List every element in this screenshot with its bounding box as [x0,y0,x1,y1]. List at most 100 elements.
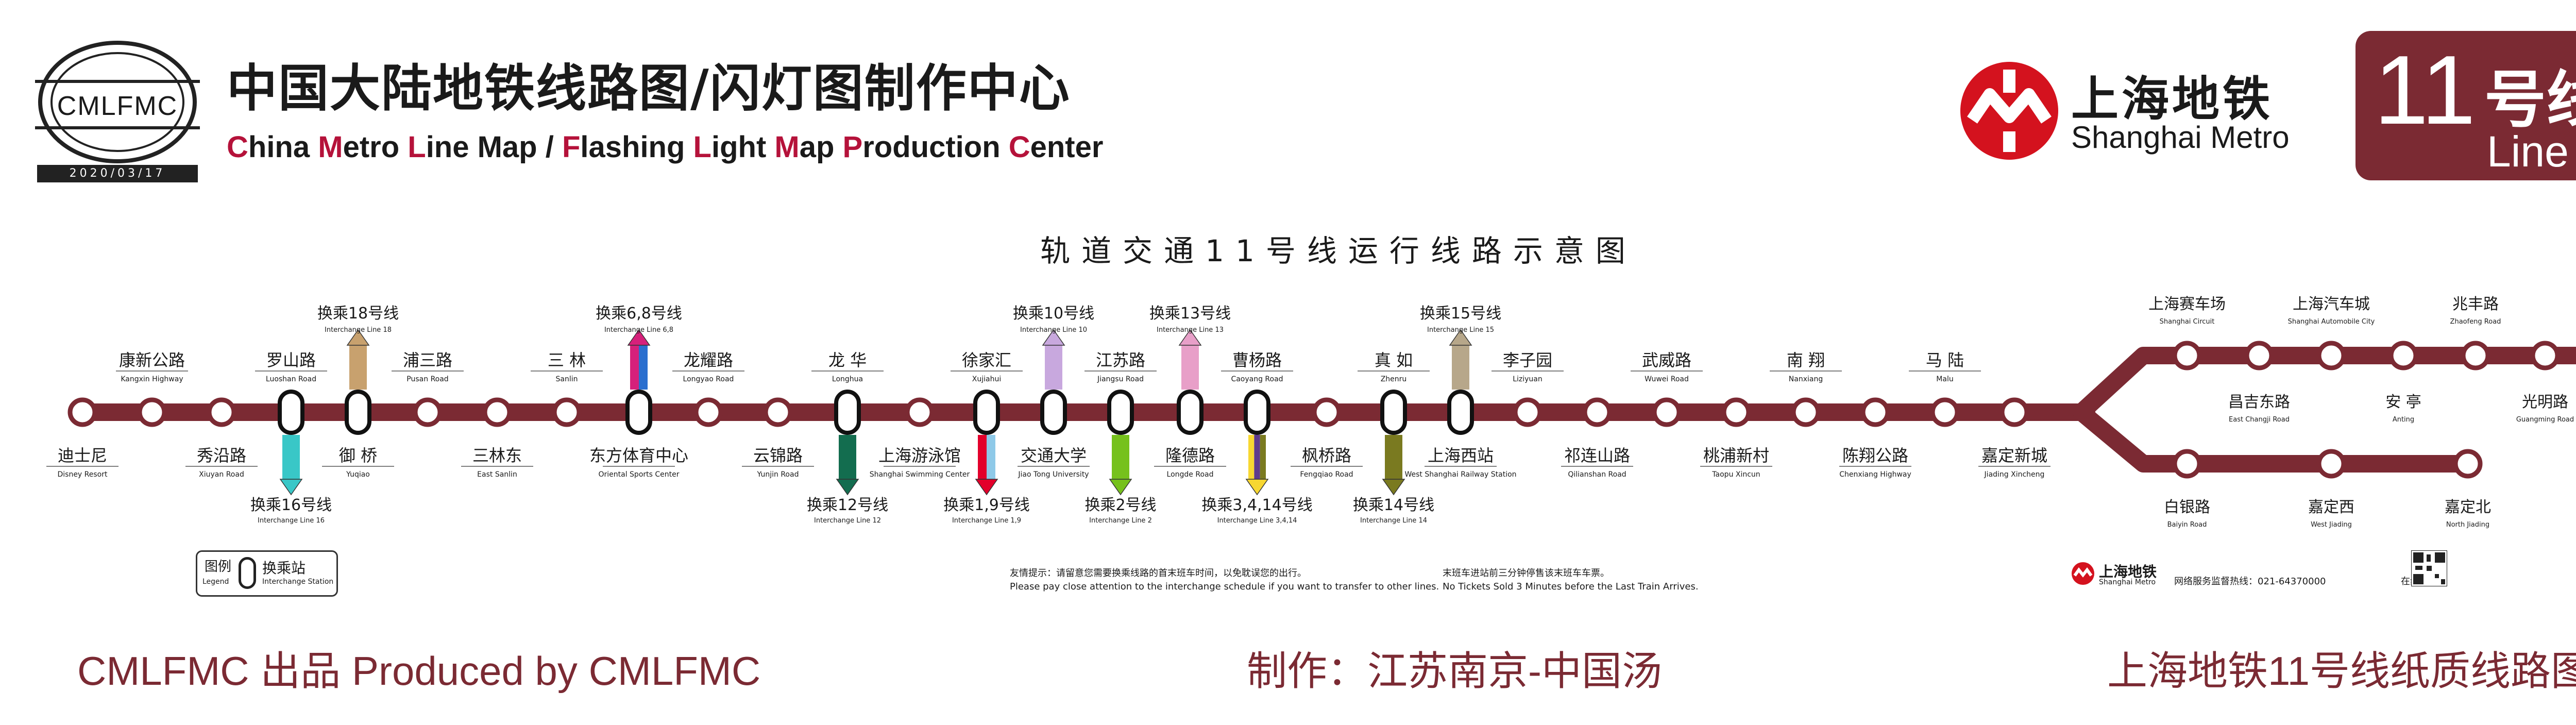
title-en-cap-6: P [842,130,863,164]
station-name-en-8: Oriental Sports Center [598,470,679,479]
line-badge: 11 号线 Line 11 [2355,31,2576,180]
station-name-cn-0: 迪士尼 [58,446,107,465]
cmlfmc-emblem-icon [35,41,200,163]
station-name-en-20: West Shanghai Railway Station [1404,470,1516,479]
interchange-station-3 [278,390,304,435]
operator-name-cn: 上海地铁 [2071,72,2274,127]
transfer-arrow-head-2 [627,329,651,346]
transfer-arrow-shaft-4-0 [1045,344,1062,390]
station-21 [1513,397,1543,427]
transfer-label-cn-6: 换乘13号线 [1149,305,1231,323]
transfer-label-en-6: Interchange Line 13 [1157,326,1224,334]
station-name-en-4: Yuqiao [346,470,370,479]
branch-lower-station-0 [2172,449,2202,479]
station-26 [1860,397,1890,427]
service-logo-en: Shanghai Metro [2099,578,2156,586]
station-2 [207,397,236,427]
legend: 图例 Legend 换乘站 Interchange Station [196,550,338,597]
shanghai-metro-small-logo-icon [2072,562,2094,585]
title-en-word-1: etro [343,130,408,164]
station-name-en-1: Kangxin Highway [121,375,183,383]
transfer-label-en-4: Interchange Line 10 [1020,326,1087,334]
branch-lower-name-en-2: North Jiading [2446,521,2489,529]
station-name-cn-23: 武威路 [1642,350,1691,370]
tips-left-cn: 友情提示：请留意您需要换乘线路的首末班车时间，以免耽误您的出行。 [1010,568,1307,579]
transfer-arrow-shaft-0-0 [349,344,367,390]
branch-upper-station-1 [2244,341,2274,370]
station-name-cn-1: 康新公路 [119,350,185,370]
header-title-cn: 中国大陆地铁线路图/闪灯图制作中心 [227,59,1071,118]
line-badge-en: Line 11 [2487,127,2576,176]
interchange-station-11 [834,390,861,435]
station-name-en-14: Jiao Tong University [1018,470,1089,479]
transfer-arrow-shaft-8-2 [1260,435,1266,480]
branch-upper-name-cn-3: 安 亭 [2385,393,2421,411]
branch-upper-station-3 [2388,341,2418,370]
title-en-word-0: hina [248,130,318,164]
service-hotline: 网络服务监督热线：021-64370000 [2174,576,2326,587]
transfer-label-en-0: Interchange Line 18 [325,326,392,334]
station-5 [413,397,443,427]
transfer-label-en-5: Interchange Line 1,9 [952,517,1021,525]
branch-upper-station-5 [2530,341,2560,370]
station-name-en-18: Fengqiao Road [1300,470,1353,479]
station-9 [693,397,723,427]
station-12 [905,397,935,427]
transfer-arrow-head-1 [279,479,303,496]
title-en-word-4: ight [711,130,775,164]
interchange-station-14 [1040,390,1067,435]
station-name-cn-24: 桃浦新村 [1703,446,1769,465]
station-name-en-6: East Sanlin [477,470,517,479]
legend-label-cn: 图例 [205,559,232,575]
transfer-arrow-shaft-2-0 [630,344,639,390]
station-name-cn-11: 龙 华 [828,350,867,370]
station-name-en-23: Wuwei Road [1645,375,1689,383]
station-name-en-24: Taopu Xincun [1711,470,1760,479]
station-name-en-10: Yunjin Road [757,470,799,479]
map-subtitle: 轨道交通11号线运行线路示意图 [1040,233,1637,268]
transfer-arrow-shaft-7-0 [1112,435,1129,480]
tips-right-en: No Tickets Sold 3 Minutes before the Las… [1443,581,1699,592]
branch-upper-name-cn-5: 光明路 [2522,393,2568,411]
transfer-arrow-head-10 [1449,329,1472,346]
transfer-arrow-shaft-10-0 [1452,344,1469,390]
station-name-cn-26: 陈翔公路 [1842,446,1908,465]
branch-upper-name-cn-4: 兆丰路 [2452,295,2499,313]
title-en-cap-1: M [318,130,343,164]
station-name-cn-14: 交通大学 [1021,446,1087,465]
station-name-cn-25: 南 翔 [1787,350,1825,370]
station-name-en-28: Jiading Xincheng [1984,470,2045,479]
cmlfmc-logo: CMLFMC 2020/03/17 [30,30,205,184]
station-name-cn-18: 枫桥路 [1302,446,1351,465]
station-name-cn-3: 罗山路 [266,350,316,370]
logo-date: 2020/03/17 [37,165,198,182]
station-name-cn-6: 三林东 [472,446,522,465]
station-name-cn-9: 龙耀路 [684,350,733,370]
station-name-cn-16: 隆德路 [1165,446,1215,465]
station-name-en-27: Malu [1936,375,1953,383]
station-name-cn-2: 秀沿路 [197,446,246,465]
transfer-arrow-head-4 [1042,329,1065,346]
title-en-word-7: enter [1030,130,1104,164]
station-name-en-19: Zhenru [1381,375,1407,383]
interchange-station-8 [625,390,652,435]
station-27 [1930,397,1960,427]
station-22 [1582,397,1612,427]
station-name-en-9: Longyao Road [683,375,734,383]
station-name-en-21: Liziyuan [1513,375,1543,383]
station-name-en-3: Luoshan Road [266,375,316,383]
branch-upper-track [2073,347,2576,421]
station-0 [67,397,97,427]
branch-lower-name-cn-2: 嘉定北 [2445,498,2491,516]
transfer-arrow-shaft-6-0 [1181,344,1199,390]
station-6 [482,397,512,427]
station-28 [1999,397,2029,427]
service-logo-cn: 上海地铁 [2099,563,2157,580]
transfer-label-en-2: Interchange Line 6,8 [604,326,673,334]
legend-item-cn: 换乘站 [262,560,306,577]
station-name-en-2: Xiuyan Road [199,470,244,479]
transfer-arrow-shaft-5-0 [978,435,987,480]
line-badge-cn: 号线 [2484,64,2576,136]
branch-upper-name-en-4: Zhaofeng Road [2450,318,2501,326]
